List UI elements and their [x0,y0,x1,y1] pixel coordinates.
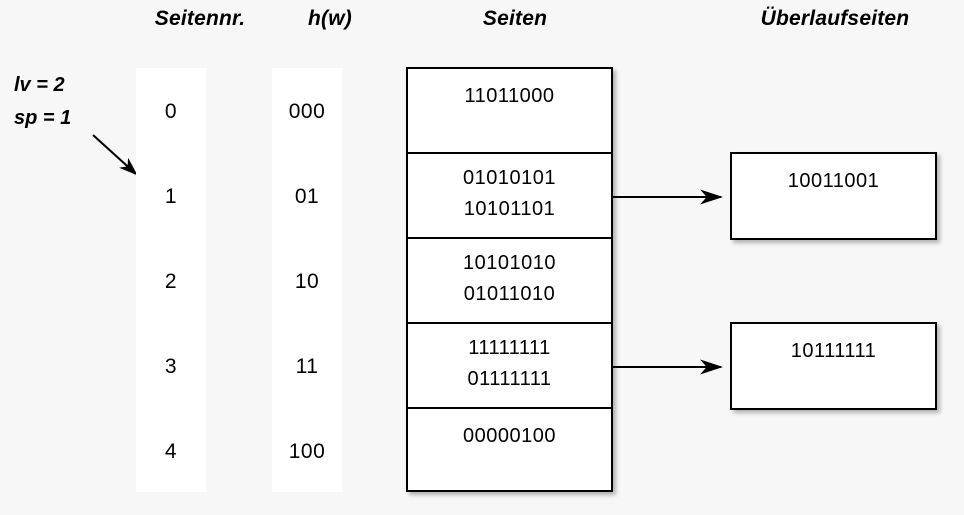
level-parameter-label: lv = 2 [14,74,65,96]
record-value: 01111111 [467,368,552,390]
page-number-cell: 1 [164,185,178,208]
table-row: 11111111 01111111 [408,324,611,409]
table-row: 10101010 01011010 [408,239,611,324]
overflow-arrow-icon [612,359,724,375]
overflow-page-box: 10011001 [730,152,937,240]
page-number-column: 0 1 2 3 4 [136,68,206,492]
column-header-pages: Seiten [482,7,548,30]
record-value: 01011010 [463,283,556,305]
table-row: 00000100 [408,409,611,492]
record-value: 00000100 [463,425,556,447]
record-value: 11011000 [464,85,555,107]
column-header-page-number: Seitennr. [154,7,246,30]
table-row: 01010101 10101101 [408,154,611,239]
record-value: 10101010 [463,252,556,274]
hash-value-cell: 100 [288,440,326,463]
record-value: 10011001 [787,170,880,192]
table-row: 11011000 [408,69,611,154]
hash-value-cell: 000 [288,100,326,123]
record-value: 10111111 [790,340,877,362]
split-pointer-parameter-label: sp = 1 [14,107,72,129]
overflow-arrow-icon [612,189,724,205]
column-header-overflow-pages: Überlaufseiten [760,7,910,30]
record-value: 01010101 [463,167,556,189]
page-number-cell: 2 [164,270,178,293]
hash-value-cell: 01 [294,185,320,208]
page-number-cell: 0 [164,100,178,123]
diagonal-arrow-icon [92,134,138,176]
record-value: 10101101 [463,198,556,220]
pages-table: 11011000 01010101 10101101 10101010 0101… [406,67,613,492]
page-number-cell: 3 [164,355,178,378]
column-header-hash-function: h(w) [308,7,352,30]
record-value: 11111111 [468,337,551,359]
overflow-page-box: 10111111 [730,322,937,410]
hash-value-cell: 11 [295,355,319,378]
hash-value-cell: 10 [294,270,320,293]
page-number-cell: 4 [164,440,178,463]
hash-value-column: 000 01 10 11 100 [272,68,342,492]
